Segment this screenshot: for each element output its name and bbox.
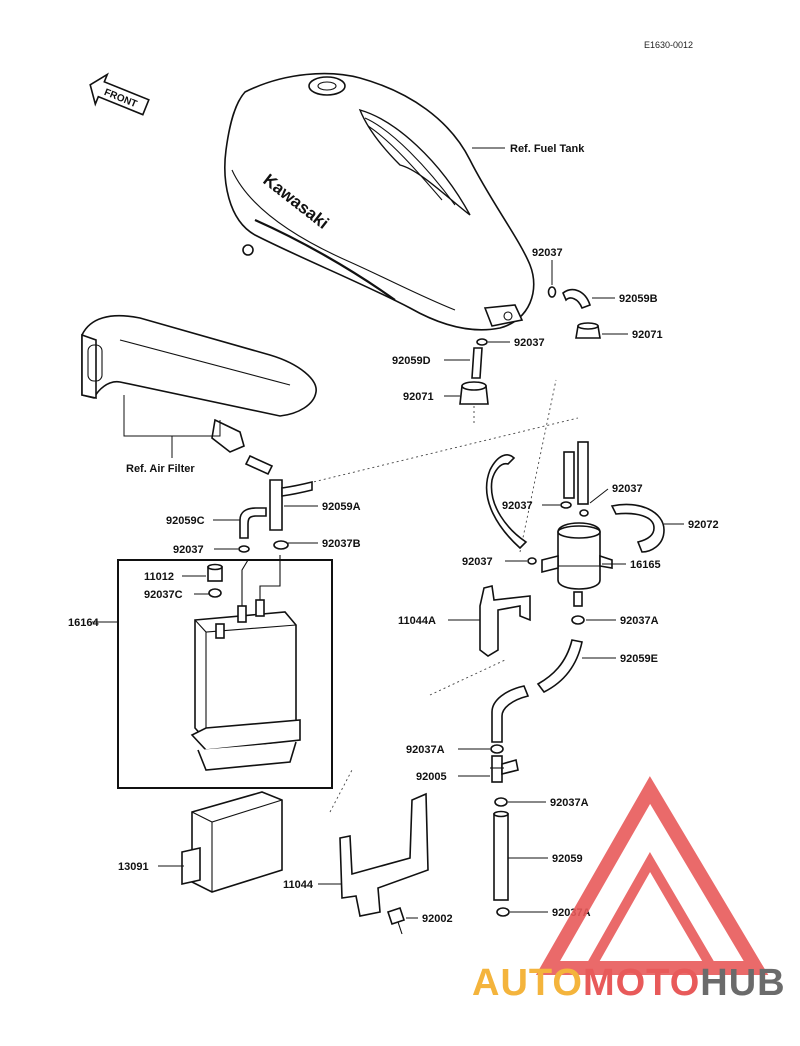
canister-16164 — [190, 599, 301, 771]
watermark-text: AUTOMOTOHUB — [472, 962, 786, 1005]
label-13091: 13091 — [118, 861, 149, 873]
watermark-part1: AUTO — [472, 962, 583, 1004]
label-16164: 16164 — [68, 617, 99, 629]
label-92037c: 92037C — [144, 589, 183, 601]
clamp-92037b — [273, 540, 289, 550]
label-92037-mid: 92037 — [514, 337, 545, 349]
hose-92059b — [562, 288, 592, 310]
label-92071-left: 92071 — [403, 391, 434, 403]
clamp-92037a-mid — [490, 744, 504, 754]
label-92037-left: 92037 — [173, 544, 204, 556]
hose-92059e — [536, 639, 583, 694]
label-92037a-upper: 92037A — [620, 615, 659, 627]
label-92037b: 92037B — [322, 538, 361, 550]
label-92059: 92059 — [552, 853, 583, 865]
clamp-92037-top — [547, 260, 557, 298]
fuel-filter-16165 — [541, 522, 613, 607]
label-92059c: 92059C — [166, 515, 205, 527]
label-92059b: 92059B — [619, 293, 658, 305]
label-92059e: 92059E — [620, 653, 658, 665]
label-92071-right: 92071 — [632, 329, 663, 341]
air-filter-housing — [81, 314, 317, 476]
hose-92059d — [471, 347, 483, 379]
pipe-vertical-left — [563, 451, 575, 499]
hose-92059c — [239, 507, 267, 539]
bracket-11044a — [479, 585, 531, 657]
hose-92059a — [269, 479, 313, 531]
label-92037a-mid: 92037A — [406, 744, 445, 756]
clamp-92037-mid — [476, 338, 488, 346]
bolt-92002 — [386, 906, 406, 935]
label-92002: 92002 — [422, 913, 453, 925]
label-11044: 11044 — [283, 879, 314, 891]
label-92037a-low: 92037A — [550, 797, 589, 809]
watermark-part3: HUB — [700, 962, 786, 1004]
hose-elbow-lower — [491, 685, 530, 743]
cap-11012 — [207, 563, 223, 582]
label-92037-right-lower: 92037 — [462, 556, 493, 568]
tee-92005 — [490, 755, 519, 783]
label-11044a: 11044A — [398, 615, 436, 627]
watermark-part2: MOTO — [582, 962, 701, 1004]
clamp-92037-left — [238, 545, 250, 553]
clamp-92037a-bottom — [496, 907, 510, 917]
label-92072: 92072 — [688, 519, 719, 531]
clamp-92037-right-small — [579, 509, 589, 517]
ref-air-filter-label: Ref. Air Filter — [126, 463, 195, 475]
label-92059d: 92059D — [392, 355, 431, 367]
clamp-92037a-low — [494, 797, 508, 807]
front-arrow-icon: FRONT — [89, 72, 150, 116]
cap-92071-left — [459, 381, 489, 405]
bracket-13091 — [181, 791, 283, 893]
diagram-code: E1630-0012 — [644, 40, 693, 50]
label-92005: 92005 — [416, 771, 447, 783]
ref-fuel-tank-label: Ref. Fuel Tank — [510, 143, 585, 155]
clamp-92037a-upper — [571, 615, 585, 625]
clamp-strap-92072 — [610, 503, 665, 553]
label-92037-right-small: 92037 — [612, 483, 643, 495]
pipe-vertical-right — [577, 441, 589, 505]
clamp-92037-right-upper — [560, 501, 572, 509]
label-16165: 16165 — [630, 559, 661, 571]
watermark-logo-icon — [535, 776, 769, 975]
cap-92071-right — [575, 322, 601, 339]
clamp-92037-right-lower — [527, 557, 537, 565]
fuel-tank: Kawasaki — [224, 72, 535, 331]
hose-long-right — [485, 454, 528, 550]
clamp-92037c — [208, 588, 222, 598]
label-11012: 11012 — [144, 571, 174, 583]
hose-92059 — [493, 810, 509, 901]
bracket-11044 — [339, 792, 429, 917]
label-92059a: 92059A — [322, 501, 361, 513]
label-92037-right-upper: 92037 — [502, 500, 533, 512]
label-92037-top: 92037 — [532, 247, 563, 259]
